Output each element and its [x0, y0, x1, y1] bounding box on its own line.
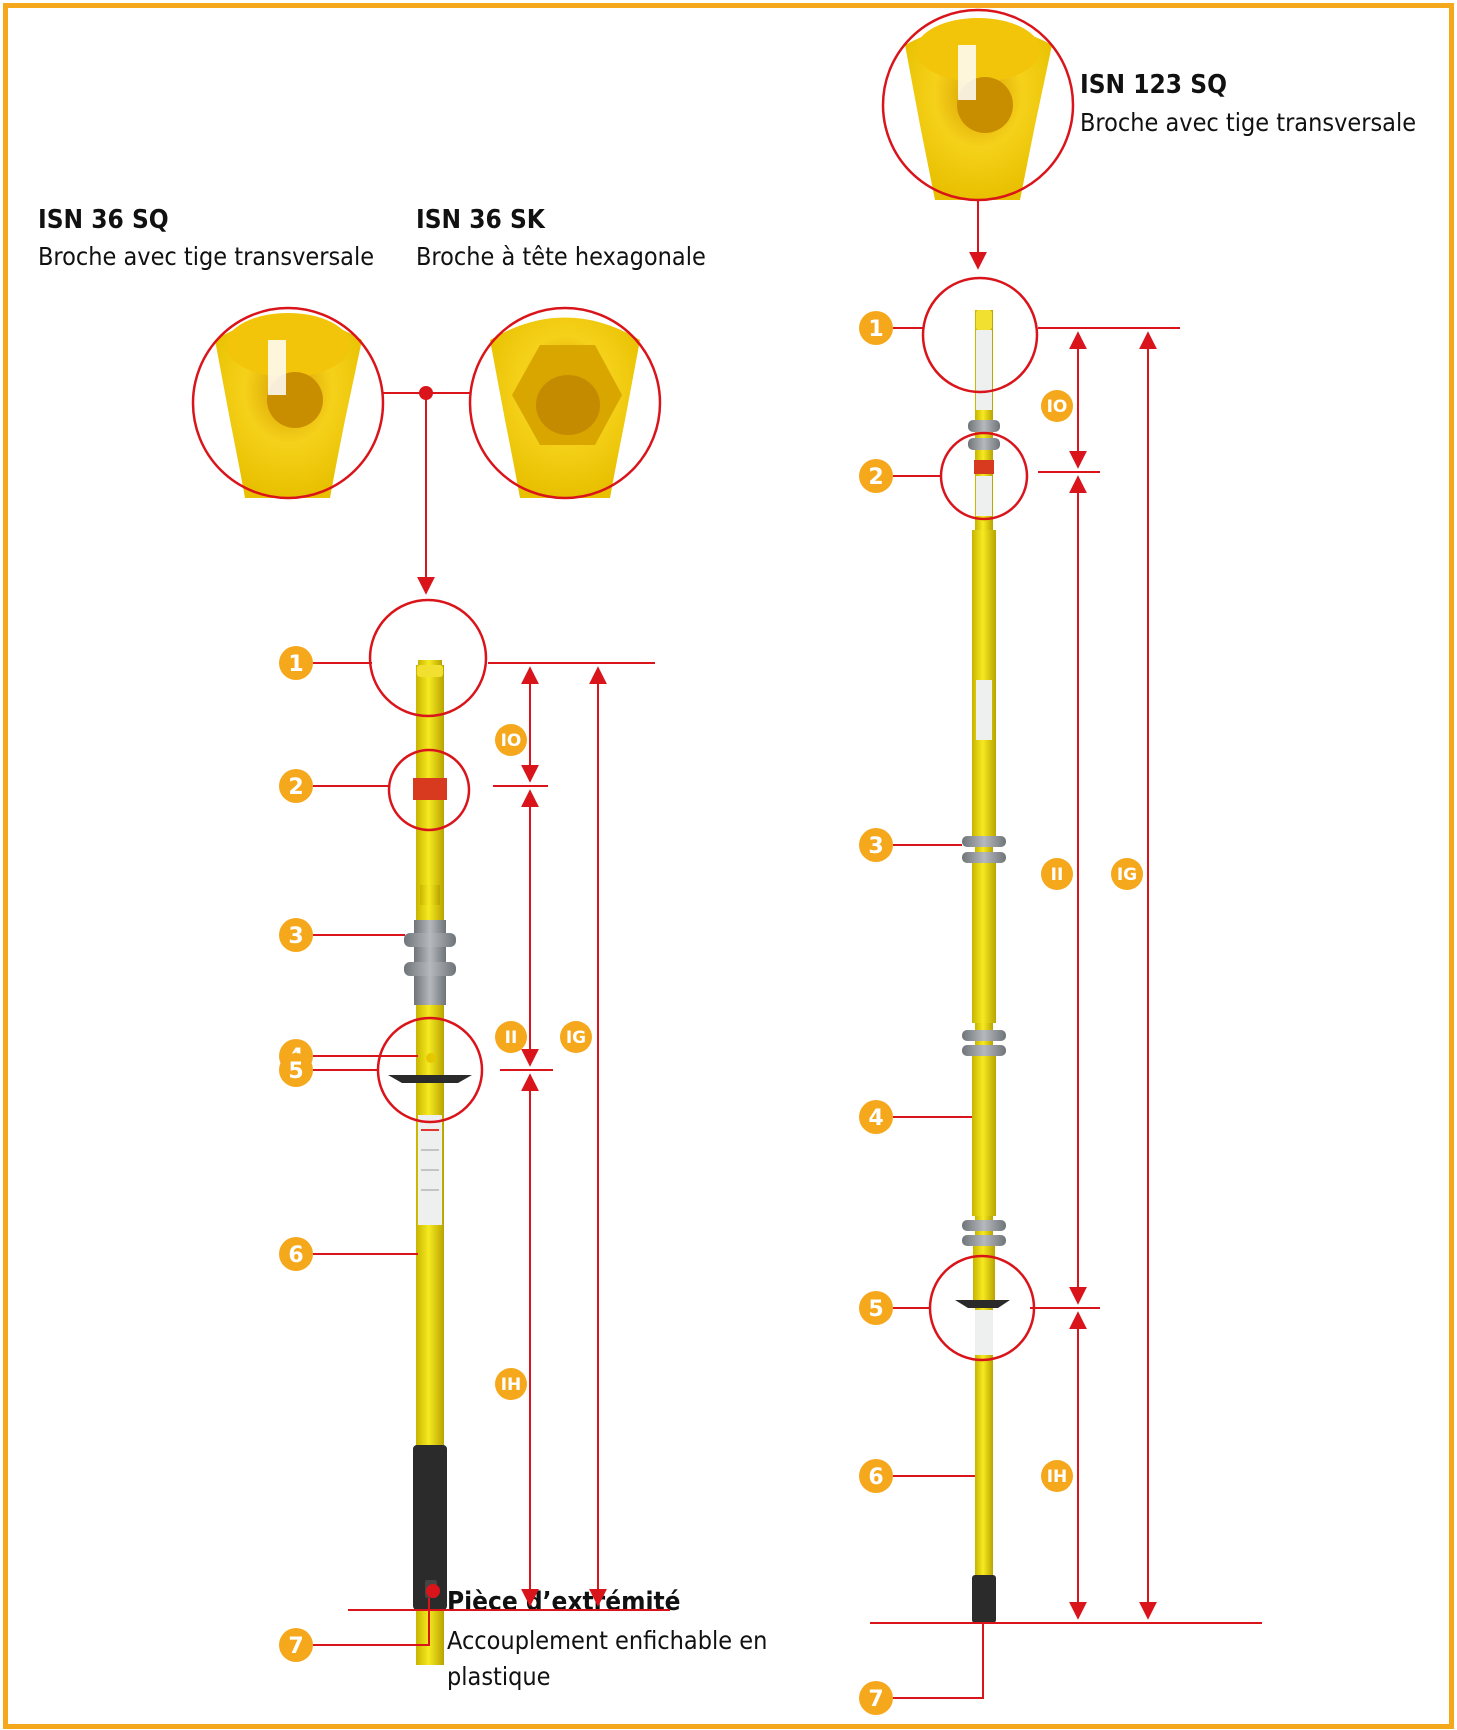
left-part-circles — [368, 598, 488, 1124]
svg-text:6: 6 — [868, 1465, 883, 1490]
end-piece-title: Pièce d’extrémité — [447, 1587, 681, 1617]
right-dim-ii: II — [1041, 858, 1073, 890]
left-badge-5: 5 — [279, 1053, 313, 1087]
left-head-pointer — [383, 386, 470, 595]
left-badge-3: 3 — [279, 918, 313, 952]
left-head-a-model: ISN 36 SQ — [38, 205, 169, 235]
left-dim-ig: IG — [560, 1021, 592, 1053]
right-head-model: ISN 123 SQ — [1080, 70, 1227, 100]
right-badge-5: 5 — [859, 1291, 893, 1325]
dimension-badges: IO II IG IH IO II IG IH — [495, 390, 1143, 1492]
left-badge-2: 2 — [279, 769, 313, 803]
svg-text:2: 2 — [868, 465, 883, 490]
right-dimension-lines — [870, 327, 1262, 1624]
svg-text:6: 6 — [288, 1243, 303, 1268]
svg-text:7: 7 — [288, 1634, 303, 1659]
svg-text:7: 7 — [868, 1687, 883, 1712]
left-head-b-desc: Broche à tête hexagonale — [416, 242, 706, 271]
left-dim-ii: II — [495, 1021, 527, 1053]
right-dim-io: IO — [1041, 390, 1073, 422]
svg-text:2: 2 — [288, 775, 303, 800]
end-piece-desc-1: Accouplement enfichable en — [447, 1626, 768, 1655]
left-head-a-desc: Broche avec tige transversale — [38, 242, 375, 271]
svg-text:5: 5 — [868, 1297, 883, 1322]
svg-text:3: 3 — [868, 834, 883, 859]
right-badge-3: 3 — [859, 828, 893, 862]
svg-text:IH: IH — [501, 1375, 522, 1395]
right-badge-1: 1 — [859, 311, 893, 345]
right-badge-2: 2 — [859, 459, 893, 493]
left-head-b-model: ISN 36 SK — [416, 205, 545, 235]
right-head-desc: Broche avec tige transversale — [1080, 108, 1417, 137]
left-head-sk-detail — [468, 306, 662, 500]
svg-text:IG: IG — [566, 1028, 586, 1048]
svg-text:1: 1 — [868, 317, 883, 342]
left-dimension-lines — [348, 662, 670, 1611]
svg-text:5: 5 — [288, 1059, 303, 1084]
svg-text:IG: IG — [1117, 865, 1137, 885]
svg-text:1: 1 — [288, 652, 303, 677]
right-badge-6: 6 — [859, 1459, 893, 1493]
left-dim-io: IO — [495, 724, 527, 756]
page-frame — [3, 3, 1454, 1729]
svg-text:II: II — [505, 1028, 518, 1048]
right-tool-pole — [955, 310, 1010, 1623]
left-tool-pole — [388, 660, 472, 1665]
left-badge-7: 7 — [279, 1628, 313, 1662]
svg-text:IO: IO — [1047, 397, 1068, 417]
right-dim-ig: IG — [1111, 858, 1143, 890]
left-head-sq-detail — [191, 306, 385, 500]
left-badge-6: 6 — [279, 1237, 313, 1271]
part-number-badges: 12345671234567 — [279, 311, 893, 1715]
svg-text:4: 4 — [868, 1106, 883, 1131]
right-badge-4: 4 — [859, 1100, 893, 1134]
left-dim-ih: IH — [495, 1368, 527, 1400]
right-head-sq-detail — [881, 8, 1075, 202]
right-badge-7: 7 — [859, 1681, 893, 1715]
end-piece-desc-2: plastique — [447, 1662, 551, 1691]
svg-text:3: 3 — [288, 924, 303, 949]
svg-text:IH: IH — [1047, 1467, 1068, 1487]
left-badge-1: 1 — [279, 646, 313, 680]
left-leader-lines — [313, 662, 430, 1646]
svg-text:II: II — [1051, 865, 1064, 885]
svg-text:IO: IO — [501, 731, 522, 751]
right-leader-lines — [893, 327, 984, 1699]
right-dim-ih: IH — [1041, 1460, 1073, 1492]
